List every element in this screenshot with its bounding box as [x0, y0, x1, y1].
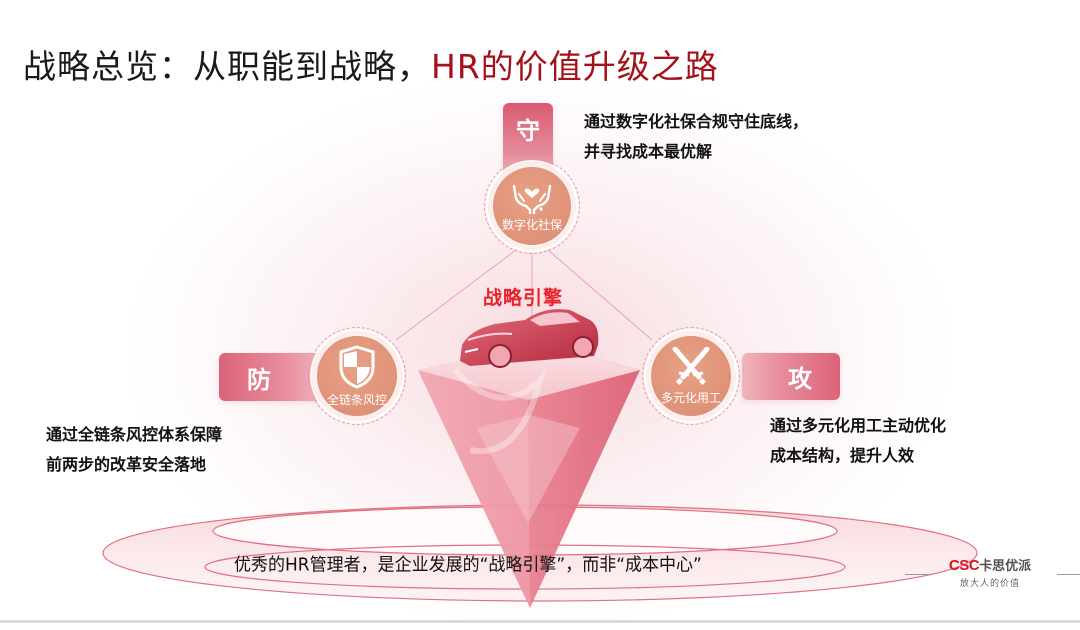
- tag-shou-text: 守: [516, 117, 540, 145]
- title-part-2: HR的价值升级之路: [431, 47, 719, 86]
- description-line: 通过数字化社保合规守住底线，: [584, 112, 809, 131]
- description-line: 前两步的改革安全落地: [46, 455, 207, 474]
- description-line: 成本结构，提升人效: [770, 446, 915, 465]
- inverted-pyramid: [418, 343, 640, 608]
- shield-icon: [337, 344, 377, 389]
- description-line: 并寻找成本最优解: [584, 142, 713, 161]
- description-gong: 通过多元化用工主动优化 成本结构，提升人效: [770, 411, 946, 471]
- brand-logo: CSC卡思优派 放大人的价值: [925, 555, 1055, 589]
- strategic-engine-label: 战略引擎: [483, 287, 564, 309]
- brand-latin: CSC: [948, 557, 980, 574]
- sports-car-image: [460, 309, 599, 368]
- brand-tagline: 放大人的价值: [959, 579, 1020, 589]
- brand-cn: 卡思优派: [979, 559, 1032, 574]
- node-label: 全链条风控: [326, 392, 387, 407]
- node-full-chain-risk-control: 全链条风控: [308, 327, 406, 425]
- crossed-swords-icon: [669, 346, 713, 387]
- brand-name: CSC卡思优派: [925, 555, 1055, 574]
- slogan: 优秀的HR管理者，是企业发展的“战略引擎”，而非“成本中心”: [234, 554, 702, 576]
- node-digital-social-security: 数字化社保: [484, 158, 580, 254]
- tag-gong: 攻: [742, 353, 840, 400]
- tag-fang-text: 防: [247, 365, 271, 394]
- node-label: 数字化社保: [501, 217, 562, 232]
- node-diversified-employment: 多元化用工: [642, 327, 740, 425]
- description-line: 通过全链条风控体系保障: [46, 425, 223, 444]
- hands-heart-icon: [510, 180, 554, 214]
- node-label: 多元化用工: [660, 390, 721, 405]
- tag-fang: 防: [219, 353, 323, 401]
- description-shou: 通过数字化社保合规守住底线， 并寻找成本最优解: [584, 107, 808, 167]
- logo-divider-left: [905, 574, 929, 575]
- logo-divider-right: [1057, 574, 1080, 575]
- description-line: 通过多元化用工主动优化: [770, 416, 947, 435]
- page-title: 战略总览：从职能到战略，HR的价值升级之路: [23, 40, 719, 88]
- title-part-1: 战略总览：从职能到战略，: [23, 47, 431, 86]
- tag-gong-text: 攻: [788, 365, 812, 393]
- bottom-strip: [0, 620, 1080, 623]
- description-fang: 通过全链条风控体系保障 前两步的改革安全落地: [46, 420, 222, 480]
